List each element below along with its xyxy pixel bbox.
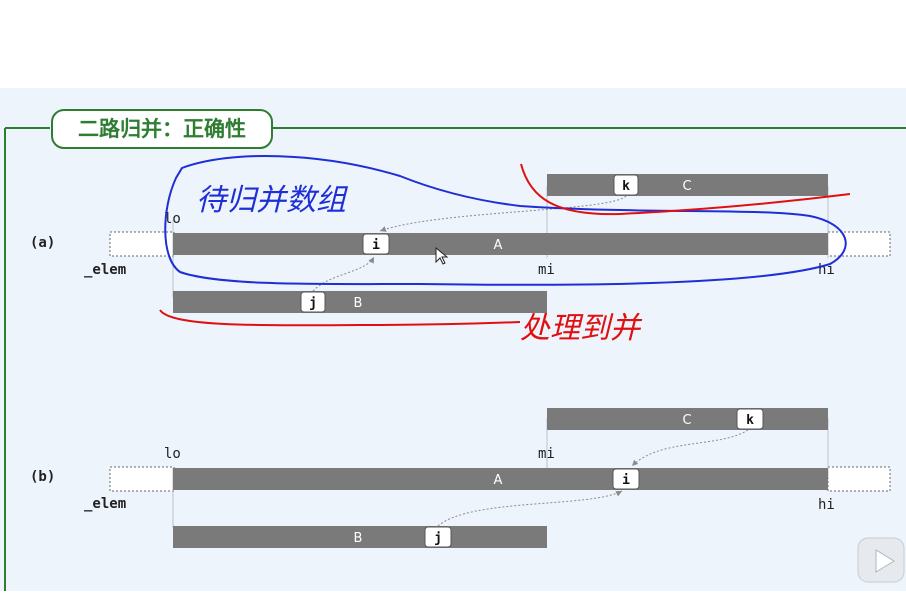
array-right-pad: [827, 466, 891, 492]
blue-ink-loop: [164, 155, 847, 286]
pointer-i-label: i: [622, 473, 630, 488]
marker-mi: mi: [538, 262, 555, 278]
panel-a: (a) _elem C A B k i j lo mi hi: [30, 174, 891, 313]
arrow-k-to-i: [379, 195, 627, 232]
array-right-pad: [827, 231, 891, 257]
pointer-k: [613, 174, 639, 196]
pointer-i-label: i: [372, 238, 380, 253]
handwritten-bottom: 处理到并: [520, 311, 643, 346]
red-ink-curve-top: [520, 163, 851, 216]
arrow-j-to-i: [312, 256, 375, 292]
red-ink-curve-bottom: [159, 309, 521, 327]
bar-b-label: B: [354, 531, 363, 546]
pointer-j: [424, 526, 452, 548]
panel-label: (b): [30, 469, 55, 485]
bar-a-label: A: [494, 238, 503, 253]
ink-annotations: 待归并数组 处理到并: [159, 155, 851, 346]
pointer-j-label: j: [309, 296, 317, 311]
pointer-k-label: k: [746, 413, 754, 428]
title-frame: 二路归并：正确性: [4, 109, 906, 591]
bar-a: [173, 233, 828, 255]
bar-a: [173, 468, 828, 490]
handwritten-top: 待归并数组: [196, 183, 349, 218]
array-left-pad: [109, 466, 175, 492]
marker-lo: lo: [164, 446, 181, 462]
bar-b: [173, 526, 547, 548]
play-button[interactable]: [857, 537, 905, 583]
pointer-k-label: k: [622, 179, 630, 194]
pointer-j-label: j: [434, 531, 442, 546]
play-icon: [875, 549, 895, 573]
cursor-icon: [435, 246, 449, 265]
bar-b: [173, 291, 547, 313]
diagram: 二路归并：正确性 (a) _elem C A B k i j lo mi hi: [4, 109, 906, 591]
bar-b-label: B: [354, 296, 363, 311]
pointer-i: [362, 233, 390, 255]
arrow-j-to-i: [437, 490, 623, 527]
array-label: _elem: [84, 262, 126, 278]
panel-label: (a): [30, 235, 55, 251]
pointer-k: [736, 408, 764, 430]
bar-c-label: C: [682, 179, 691, 194]
pointer-i: [612, 468, 640, 490]
page-title: 二路归并：正确性: [78, 117, 246, 141]
title-box: [51, 109, 273, 149]
marker-hi: hi: [818, 497, 835, 513]
array-left-pad: [109, 231, 175, 257]
marker-lo: lo: [164, 211, 181, 227]
panel-b: (b) _elem C A B k i j lo mi hi: [30, 408, 891, 548]
pointer-j: [300, 291, 326, 313]
bar-c-label: C: [682, 413, 691, 428]
bar-a-label: A: [494, 473, 503, 488]
arrow-k-to-i: [631, 429, 749, 467]
slide: 二路归并：正确性 (a) _elem C A B k i j lo mi hi: [0, 88, 906, 591]
array-label: _elem: [84, 496, 126, 512]
marker-mi: mi: [538, 446, 555, 462]
